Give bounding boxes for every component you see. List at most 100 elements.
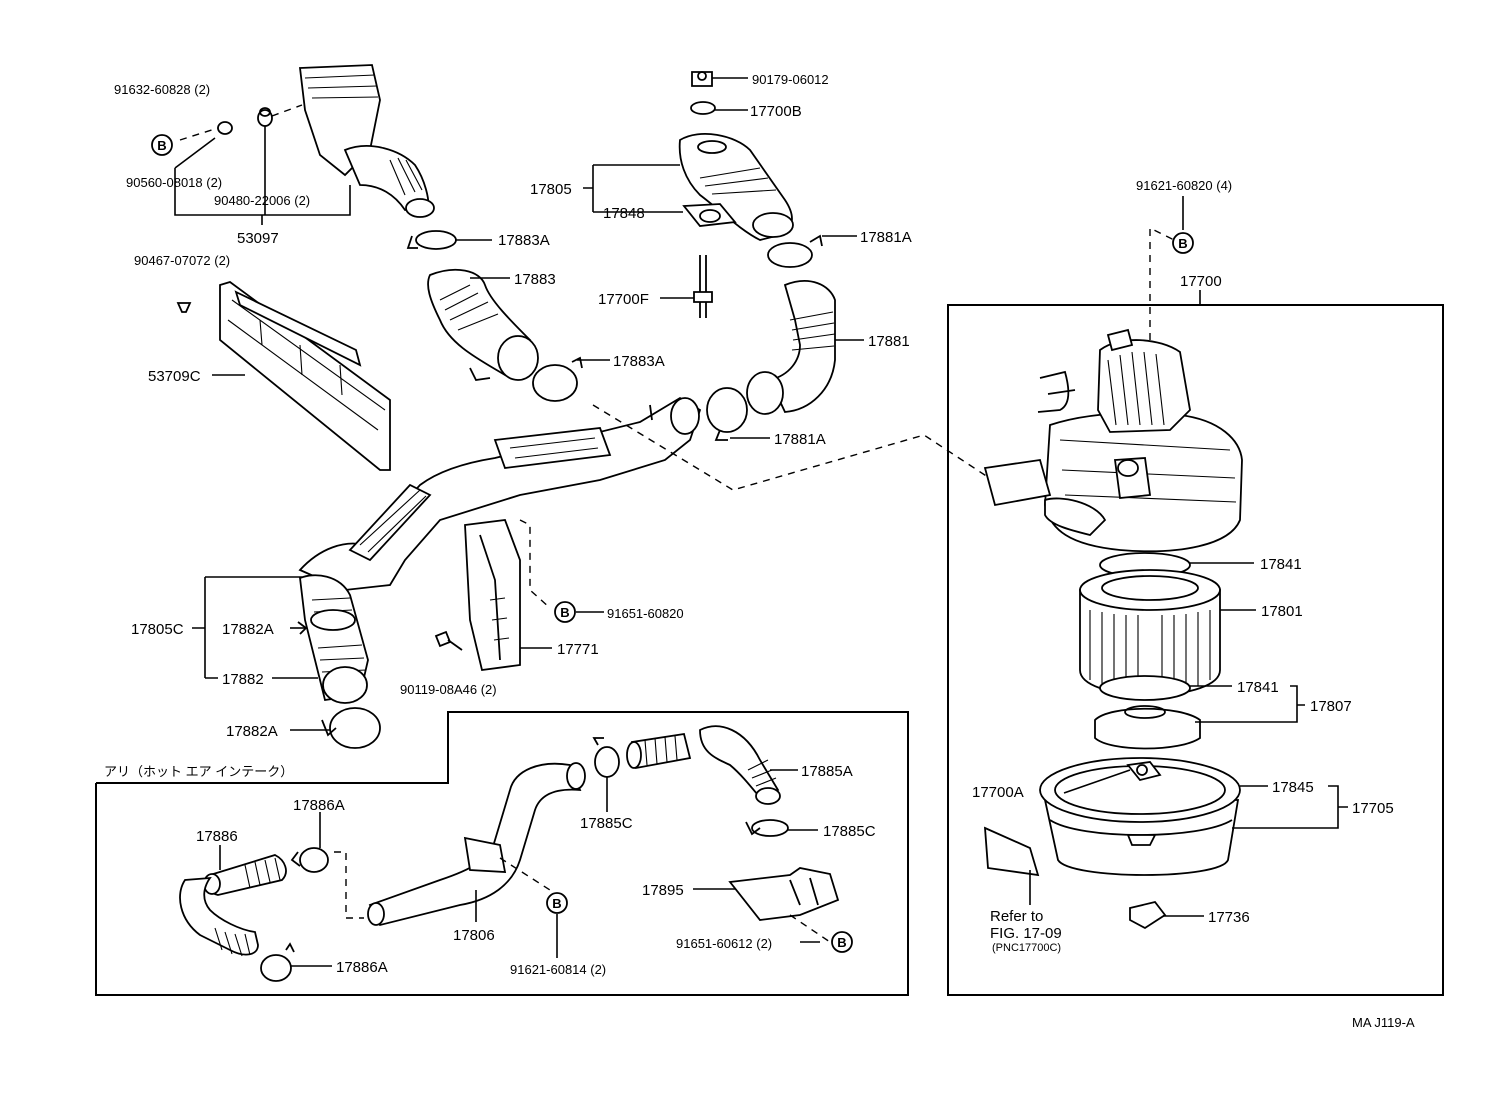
clamp-17882a-mid-icon [297, 609, 356, 635]
label-17700a: 17700A [972, 784, 1024, 801]
hot-air-intake-frame [95, 711, 909, 996]
clamp-17883a-bottom-icon [532, 356, 583, 402]
hose-17883-drawing [427, 268, 539, 381]
hot-air-dashed-line [334, 851, 364, 919]
label-17805: 17805 [530, 181, 572, 198]
svg-text:B: B [157, 138, 166, 153]
b-marker-91621-60820: B [1172, 232, 1194, 254]
b-marker-90560: B [151, 134, 173, 156]
label-17848: 17848 [603, 205, 645, 222]
b-marker-91651-60612: B [831, 931, 853, 953]
plate-53709c-drawing [219, 281, 391, 471]
clamp-17886a-bottom-icon [260, 942, 295, 982]
label-17845: 17845 [1272, 779, 1314, 796]
bolt-17700f-icon [693, 255, 713, 318]
label-90179: 90179-06012 [752, 72, 829, 87]
bracket-17895-drawing [728, 867, 840, 921]
label-17807: 17807 [1310, 698, 1352, 715]
footer-code: MA J119-A [1352, 1015, 1415, 1030]
label-17886a-top: 17886A [293, 797, 345, 814]
label-90119: 90119-08A46 (2) [400, 682, 497, 697]
label-53709c: 53709C [148, 368, 201, 385]
bracket-17895-dashed-line [789, 914, 831, 943]
label-17885a: 17885A [801, 763, 853, 780]
pipe-dashed-line [499, 857, 551, 891]
clamp-17883a-top-icon [406, 230, 457, 250]
clamp-17881a-top-icon [767, 234, 823, 268]
svg-text:B: B [1178, 236, 1187, 251]
label-17736: 17736 [1208, 909, 1250, 926]
grommet-17700b-icon [690, 101, 716, 115]
clamp-17882a-low-icon [321, 707, 381, 749]
duct-17805-drawing [678, 133, 794, 241]
label-91632: 91632-60828 (2) [114, 82, 210, 97]
label-17881a-top: 17881A [860, 229, 912, 246]
svg-text:B: B [560, 605, 569, 620]
label-17700f: 17700F [598, 291, 649, 308]
label-17886a-bottom: 17886A [336, 959, 388, 976]
leader-53097 [174, 126, 351, 225]
gasket-17848-icon [682, 203, 737, 227]
clamp-17885c-right-icon [745, 819, 789, 837]
bolt-90179-icon [691, 71, 713, 87]
label-17805c: 17805C [131, 621, 184, 638]
leader-17705 [1232, 785, 1348, 829]
leader-17700a [1063, 769, 1131, 794]
label-17883a-bottom: 17883A [613, 353, 665, 370]
label-17883a-top: 17883A [498, 232, 550, 249]
duct-to-cleaner-dashed-line [592, 404, 1001, 491]
clamp-17885c-mid-icon [592, 737, 620, 778]
label-17881: 17881 [868, 333, 910, 350]
bolt-90119-icon [434, 630, 463, 651]
b-marker-91651-60820: B [554, 601, 576, 623]
label-17700b: 17700B [750, 103, 802, 120]
label-17895: 17895 [642, 882, 684, 899]
clamp-17886a-top-icon [290, 847, 329, 873]
label-fig-17-09: FIG. 17-09 [990, 925, 1062, 942]
label-17806: 17806 [453, 927, 495, 944]
label-17886: 17886 [196, 828, 238, 845]
label-17882a-low: 17882A [226, 723, 278, 740]
valve-17736-icon [1129, 900, 1167, 930]
hot-air-intake-title: アリ（ホット エア インテーク） [104, 764, 293, 779]
bracket-dashed-line [519, 519, 551, 609]
element-17801-drawing [1079, 569, 1221, 696]
leader-17807 [1195, 685, 1305, 723]
label-17771: 17771 [557, 641, 599, 658]
label-17885c-right: 17885C [823, 823, 876, 840]
pipe-17806-drawing [367, 762, 586, 927]
label-90480: 90480-22006 (2) [214, 193, 310, 208]
svg-text:B: B [552, 896, 561, 911]
hose-17881-drawing [746, 280, 836, 415]
seal-17807-drawing [1094, 705, 1201, 750]
air-cleaner-assembly-frame [947, 304, 1444, 996]
label-17882: 17882 [222, 671, 264, 688]
hose-17885a-drawing [626, 725, 781, 805]
duct-53097-drawing [298, 64, 435, 218]
air-cleaner-cap-17700-drawing [983, 328, 1243, 553]
clip-90560-icon [217, 121, 233, 135]
label-53097: 53097 [237, 230, 279, 247]
label-91651-60612: 91651-60612 (2) [676, 936, 772, 951]
label-91651-60820: 91651-60820 [607, 606, 684, 621]
leader-17805 [583, 164, 683, 213]
clip-90467-icon [176, 302, 192, 313]
duct-mount-dashed-line [179, 104, 303, 141]
b-marker-91621-60814: B [546, 892, 568, 914]
grommet-90480-icon [257, 107, 273, 127]
hose-17882-drawing [299, 574, 369, 704]
label-17885c-mid: 17885C [580, 815, 633, 832]
label-90560: 90560-08018 (2) [126, 175, 222, 190]
label-17801: 17801 [1261, 603, 1303, 620]
main-intake-duct-drawing [298, 396, 702, 591]
clamp-17881a-bottom-icon [706, 387, 748, 441]
leader-17805c [192, 576, 302, 679]
label-17881a-bottom: 17881A [774, 431, 826, 448]
bracket-17771-drawing [464, 519, 521, 671]
hose-17886-drawing [179, 854, 287, 957]
gasket-17841-bottom-icon [1099, 675, 1191, 701]
cleaner-bolt-dashed-line [1149, 226, 1175, 340]
label-91621-60814: 91621-60814 (2) [510, 962, 606, 977]
label-17883: 17883 [514, 271, 556, 288]
